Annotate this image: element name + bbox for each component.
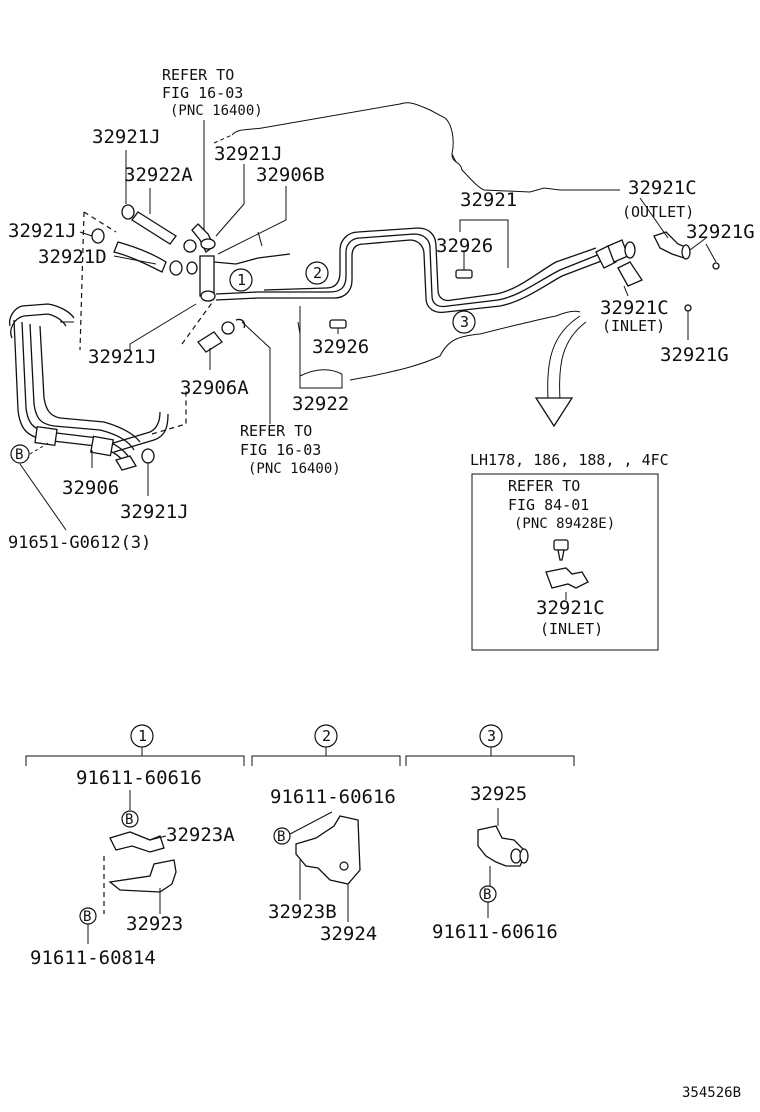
ref-top-line2: FIG 16-03 <box>162 84 243 102</box>
label-91651-G0612: 91651-G0612(3) <box>8 533 151 553</box>
down-arrow <box>534 397 574 428</box>
variant-inset: LH178, 186, 188, , 4FC REFER TO FIG 84-0… <box>470 451 669 651</box>
label-91611-60616-d2: 91611-60616 <box>270 786 396 808</box>
inset-frame <box>471 473 659 651</box>
label-32921G-b: 32921G <box>660 344 729 366</box>
clip-32926-b <box>329 319 347 329</box>
label-32921: 32921 <box>460 189 517 211</box>
label-32921J-b: 32921J <box>214 143 283 165</box>
clip-32923A <box>109 831 165 853</box>
detail-2: 2 91611-60616 B 32923B 32924 <box>251 724 401 945</box>
inset-part-label: 32921C <box>536 597 605 619</box>
label-32906A: 32906A <box>180 377 249 399</box>
oil-cooler-pipe-assembly <box>8 211 215 471</box>
bolt-symbol-91651: B <box>10 444 30 464</box>
label-32921G-a: 32921G <box>686 221 755 243</box>
ref-top-line3: (PNC 16400) <box>170 103 263 119</box>
hose-32906A <box>197 331 223 353</box>
clamp-32921J-e <box>169 260 183 276</box>
label-32923A: 32923A <box>166 824 235 846</box>
svg-text:REFER TO: REFER TO <box>240 422 312 440</box>
clamp-32921J-a <box>121 204 135 220</box>
label-32921J-c: 32921J <box>8 220 77 242</box>
plug-32921G-b <box>684 304 692 312</box>
svg-text:1: 1 <box>237 271 246 289</box>
hose-32922A <box>131 211 177 245</box>
label-32906B: 32906B <box>256 164 325 186</box>
clamp-32921J-c <box>183 239 197 253</box>
inset-inlet-label: (INLET) <box>540 620 603 638</box>
label-32921J-e: 32921J <box>120 501 189 523</box>
label-inlet: (INLET) <box>602 317 665 335</box>
svg-text:2: 2 <box>322 727 331 745</box>
svg-text:B: B <box>277 829 285 845</box>
label-outlet: (OUTLET) <box>622 203 694 221</box>
svg-text:3: 3 <box>460 313 469 331</box>
label-32921C-inlet: 32921C <box>600 297 669 319</box>
label-32926-a: 32926 <box>436 235 493 257</box>
clip-32926-a <box>455 269 473 279</box>
clamp-32921J-d <box>91 228 105 244</box>
svg-text:REFER TO: REFER TO <box>508 477 580 495</box>
svg-text:B: B <box>83 909 91 925</box>
label-32926-b: 32926 <box>312 336 369 358</box>
svg-text:B: B <box>483 887 491 903</box>
svg-text:B: B <box>15 447 23 463</box>
callout-1: 1 <box>229 268 253 292</box>
reference-note-mid: REFER TO FIG 16-03 (PNC 16400) <box>240 422 341 477</box>
hose-32921D <box>113 241 167 273</box>
hoses-and-clamps <box>60 204 291 464</box>
label-32924: 32924 <box>320 923 377 945</box>
svg-text:2: 2 <box>313 264 322 282</box>
label-32906: 32906 <box>62 477 119 499</box>
svg-text:3: 3 <box>487 727 496 745</box>
svg-text:1: 1 <box>138 727 147 745</box>
label-32921D: 32921D <box>38 246 107 268</box>
inset-heading: LH178, 186, 188, , 4FC <box>470 451 669 469</box>
engine-outline <box>213 102 620 381</box>
leader-lines <box>19 150 717 531</box>
label-91611-60814: 91611-60814 <box>30 947 156 969</box>
part-labels: 32921J 32921J 32922A 32906B 32921J 32921… <box>8 126 755 553</box>
label-91611-60616-d3: 91611-60616 <box>432 921 558 943</box>
svg-text:(PNC 89428E): (PNC 89428E) <box>514 516 615 532</box>
detail-1: 1 91611-60616 B 32923A 32923 B 91611-608… <box>25 724 245 969</box>
clamp-32921J-f <box>141 448 155 464</box>
label-32925: 32925 <box>470 783 527 805</box>
label-32921J-a: 32921J <box>92 126 161 148</box>
label-32923B: 32923B <box>268 901 337 923</box>
label-32921C-outlet: 32921C <box>628 177 697 199</box>
svg-text:(PNC 16400): (PNC 16400) <box>248 461 341 477</box>
bracket-32923 <box>108 859 177 893</box>
pipe-32906B <box>199 255 215 297</box>
label-32922A: 32922A <box>124 164 193 186</box>
image-code: 354526B <box>682 1085 741 1101</box>
callout-2: 2 <box>305 261 329 285</box>
svg-text:FIG 84-01: FIG 84-01 <box>508 496 589 514</box>
inset-union <box>545 567 589 589</box>
label-32921J-d: 32921J <box>88 346 157 368</box>
svg-text:FIG 16-03: FIG 16-03 <box>240 441 321 459</box>
label-32922: 32922 <box>292 393 349 415</box>
label-91611-60616-d1: 91611-60616 <box>76 767 202 789</box>
reference-note-top: REFER TO FIG 16-03 (PNC 16400) <box>162 66 263 232</box>
svg-text:B: B <box>125 812 133 828</box>
callout-3: 3 <box>452 310 476 334</box>
label-32923: 32923 <box>126 913 183 935</box>
plug-32921G-a <box>712 262 720 270</box>
union-32921C-inlet <box>617 261 643 287</box>
detail-3: 3 32925 B 91611-60616 <box>405 724 575 943</box>
ref-top-line1: REFER TO <box>162 66 234 84</box>
